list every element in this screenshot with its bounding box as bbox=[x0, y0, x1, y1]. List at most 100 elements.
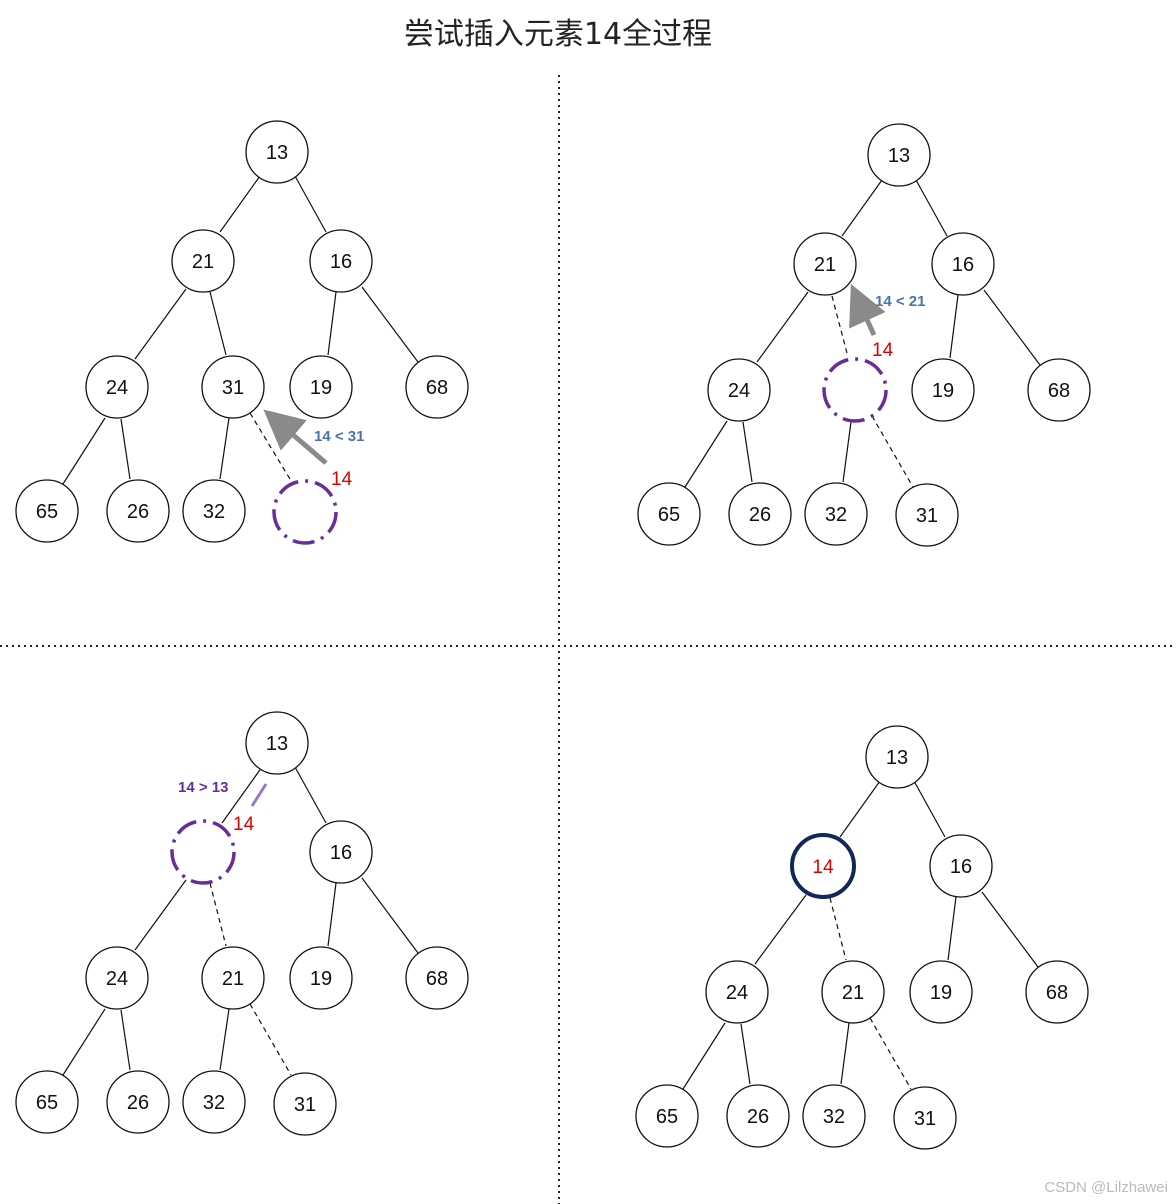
svg-text:21: 21 bbox=[222, 968, 244, 990]
panel-2-edges bbox=[684, 179, 1041, 488]
panel-2-node-13: 13 bbox=[867, 123, 931, 187]
svg-text:19: 19 bbox=[310, 377, 332, 399]
panel-4-node-26: 26 bbox=[726, 1084, 790, 1148]
panel-3-node-13: 13 bbox=[245, 711, 309, 775]
svg-text:68: 68 bbox=[1046, 982, 1068, 1004]
svg-text:68: 68 bbox=[426, 968, 448, 990]
svg-text:24: 24 bbox=[106, 377, 128, 399]
panel-3-node-26: 26 bbox=[106, 1070, 170, 1134]
svg-text:65: 65 bbox=[36, 1092, 58, 1114]
panel-2: 13 21 16 24 19 68 65 26 32 31 14 < 21 14 bbox=[637, 123, 1091, 547]
panel-1-compare-label: 14 < 31 bbox=[314, 428, 364, 445]
panel-3-node-65: 65 bbox=[15, 1070, 79, 1134]
svg-text:24: 24 bbox=[728, 380, 750, 402]
svg-text:16: 16 bbox=[330, 251, 352, 273]
panel-1-node-65: 65 bbox=[15, 479, 79, 543]
panel-2-node-24: 24 bbox=[707, 358, 771, 422]
panel-1: 13 21 16 24 31 19 68 65 26 32 14 < 31 14 bbox=[15, 120, 469, 545]
panel-3-node-21: 21 bbox=[201, 946, 265, 1010]
panel-1-node-19: 19 bbox=[289, 355, 353, 419]
svg-text:19: 19 bbox=[932, 380, 954, 402]
panel-4-node-68: 68 bbox=[1025, 960, 1089, 1024]
panel-2-node-21: 21 bbox=[793, 232, 857, 296]
panel-2-node-68: 68 bbox=[1027, 358, 1091, 422]
svg-text:31: 31 bbox=[914, 1108, 936, 1130]
panel-4-node-13: 13 bbox=[865, 725, 929, 789]
svg-text:21: 21 bbox=[842, 982, 864, 1004]
panel-1-node-32: 32 bbox=[182, 479, 246, 543]
panel-2-node-26: 26 bbox=[728, 482, 792, 546]
svg-text:26: 26 bbox=[127, 501, 149, 523]
svg-text:16: 16 bbox=[952, 254, 974, 276]
svg-text:65: 65 bbox=[36, 501, 58, 523]
panel-2-inserted-value: 14 bbox=[872, 340, 894, 361]
panel-3-edges bbox=[62, 766, 419, 1076]
svg-text:31: 31 bbox=[916, 505, 938, 527]
svg-text:26: 26 bbox=[749, 504, 771, 526]
panel-1-node-26: 26 bbox=[106, 479, 170, 543]
panel-4-node-24: 24 bbox=[705, 960, 769, 1024]
svg-text:16: 16 bbox=[950, 856, 972, 878]
panel-3-node-68: 68 bbox=[405, 946, 469, 1010]
panel-4-edges bbox=[682, 780, 1039, 1090]
panel-1-inserted-value: 14 bbox=[331, 469, 353, 490]
diagram-title: 尝试插入元素14全过程 bbox=[404, 17, 712, 52]
panel-3-node-16: 16 bbox=[309, 820, 373, 884]
svg-text:68: 68 bbox=[1048, 380, 1070, 402]
svg-text:13: 13 bbox=[266, 142, 288, 164]
panel-1-node-31: 31 bbox=[201, 355, 265, 419]
svg-text:24: 24 bbox=[726, 982, 748, 1004]
panel-4-node-16: 16 bbox=[929, 834, 993, 898]
panel-1-swap-arrow bbox=[263, 409, 328, 465]
svg-text:65: 65 bbox=[658, 504, 680, 526]
panel-2-node-19: 19 bbox=[911, 358, 975, 422]
panel-4-node-19: 19 bbox=[909, 960, 973, 1024]
svg-text:31: 31 bbox=[222, 377, 244, 399]
panel-4-node-65: 65 bbox=[635, 1084, 699, 1148]
panel-4-node-21: 21 bbox=[821, 960, 885, 1024]
svg-text:24: 24 bbox=[106, 968, 128, 990]
panel-1-node-24: 24 bbox=[85, 355, 149, 419]
panel-2-node-65: 65 bbox=[637, 482, 701, 546]
panel-3-node-19: 19 bbox=[289, 946, 353, 1010]
panel-1-edges bbox=[62, 175, 419, 485]
panel-2-node-31: 31 bbox=[895, 483, 959, 547]
svg-text:32: 32 bbox=[203, 1092, 225, 1114]
svg-text:19: 19 bbox=[930, 982, 952, 1004]
panel-1-node-21: 21 bbox=[171, 229, 235, 293]
svg-text:32: 32 bbox=[203, 501, 225, 523]
svg-text:65: 65 bbox=[656, 1106, 678, 1128]
svg-text:13: 13 bbox=[888, 145, 910, 167]
svg-text:19: 19 bbox=[310, 968, 332, 990]
svg-text:21: 21 bbox=[814, 254, 836, 276]
svg-text:16: 16 bbox=[330, 842, 352, 864]
svg-text:21: 21 bbox=[192, 251, 214, 273]
panel-2-node-16: 16 bbox=[931, 232, 995, 296]
svg-text:14: 14 bbox=[812, 857, 834, 878]
panel-3-node-31: 31 bbox=[273, 1072, 337, 1136]
panel-1-empty-slot bbox=[272, 479, 338, 545]
panel-1-node-13: 13 bbox=[245, 120, 309, 184]
panel-2-swap-arrow bbox=[849, 283, 886, 337]
svg-text:13: 13 bbox=[886, 747, 908, 769]
panel-3-compare-tick bbox=[250, 783, 268, 807]
svg-text:32: 32 bbox=[823, 1106, 845, 1128]
svg-text:68: 68 bbox=[426, 377, 448, 399]
panel-3-node-32: 32 bbox=[182, 1070, 246, 1134]
panel-4-node-31: 31 bbox=[893, 1086, 957, 1150]
panel-3-node-24: 24 bbox=[85, 946, 149, 1010]
panel-2-node-32: 32 bbox=[804, 482, 868, 546]
panel-3-inserted-value: 14 bbox=[233, 814, 255, 835]
panel-4-node-32: 32 bbox=[802, 1084, 866, 1148]
panel-3-empty-slot bbox=[170, 819, 236, 885]
panel-4: 13 14 16 24 21 19 68 65 26 32 31 bbox=[635, 725, 1089, 1150]
panel-2-empty-slot bbox=[822, 357, 888, 423]
panel-3: 13 16 24 21 19 68 65 26 32 31 14 > 13 14 bbox=[15, 711, 469, 1136]
panel-1-node-16: 16 bbox=[309, 229, 373, 293]
panel-4-node-14: 14 bbox=[790, 833, 856, 899]
svg-text:32: 32 bbox=[825, 504, 847, 526]
panel-3-compare-label: 14 > 13 bbox=[178, 779, 228, 796]
watermark: CSDN @Lilzhawei bbox=[1044, 1179, 1168, 1196]
panel-1-node-68: 68 bbox=[405, 355, 469, 419]
